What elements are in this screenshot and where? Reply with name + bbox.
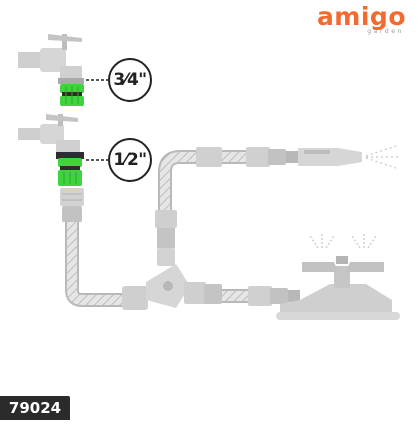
hose-upper (158, 150, 248, 210)
thread-size-label-top: 3⁄4" (108, 58, 152, 102)
sprinkler-icon (276, 234, 400, 320)
article-number: 79024 (8, 399, 62, 417)
faucet-icon (18, 34, 84, 84)
tap-connector-icon (60, 84, 84, 106)
tap-connector-icon (56, 152, 84, 186)
hose-connector-icon (248, 286, 300, 306)
brand-logo: amigo garden (316, 2, 406, 36)
thread-size-text: 3⁄4" (113, 70, 147, 90)
y-splitter-icon (122, 210, 222, 310)
thread-size-text: 1⁄2" (113, 150, 147, 170)
hose-connector-icon (60, 188, 84, 222)
thread-size-label-bottom: 1⁄2" (108, 138, 152, 182)
hose-connector-icon (196, 147, 298, 167)
article-number-badge: 79024 (0, 396, 70, 420)
hose-main (65, 213, 129, 307)
faucet-icon (18, 114, 80, 152)
spray-nozzle-icon (298, 145, 398, 169)
brand-name: amigo (316, 2, 406, 31)
brand-tagline: garden (367, 28, 404, 35)
